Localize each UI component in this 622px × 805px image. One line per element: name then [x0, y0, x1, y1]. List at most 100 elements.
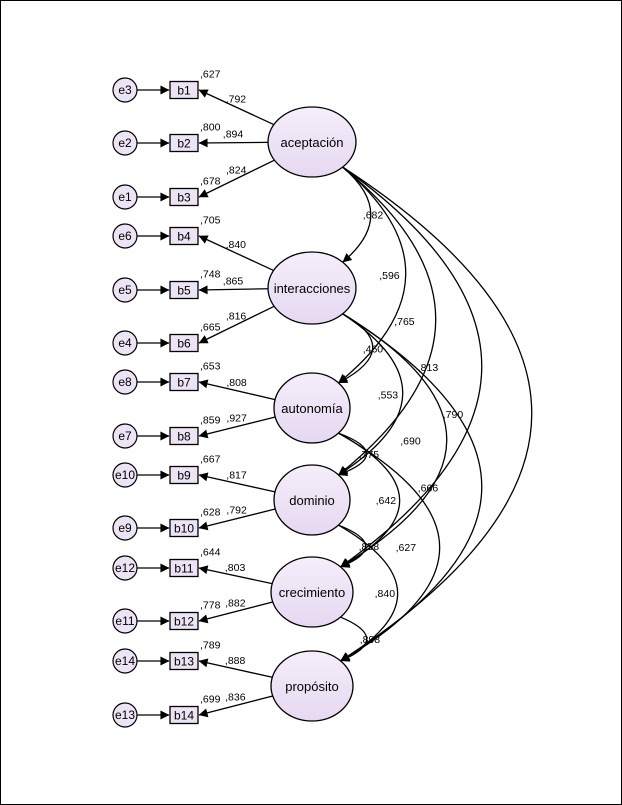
loading-path: [198, 508, 276, 531]
error-label: e2: [118, 136, 132, 150]
error-label: e10: [115, 468, 135, 482]
error-term: [112, 423, 138, 449]
loading-path: [198, 379, 276, 401]
observed-label: b1: [177, 84, 191, 98]
latent-propósito: [270, 650, 354, 722]
latent-crecimiento: [270, 556, 354, 628]
latent-autonomía: [273, 372, 351, 444]
covariance-arc: [333, 158, 372, 263]
covariance-arc: [333, 158, 533, 662]
loading-label: ,817: [226, 469, 247, 481]
covariance-label: ,627: [396, 542, 417, 554]
r-squared-label: ,644: [200, 547, 221, 559]
error-label: e6: [118, 229, 132, 243]
covariance-label: ,596: [379, 270, 400, 282]
error-label: e3: [118, 83, 132, 97]
error-label: e14: [115, 654, 135, 668]
covariance-label: ,775: [359, 449, 380, 461]
loading-label: ,803: [225, 562, 246, 574]
error-label: e5: [118, 283, 132, 297]
loading-path: [198, 658, 273, 678]
r-squared-label: ,627: [200, 69, 221, 81]
covariance-label: ,690: [400, 435, 421, 447]
covariance-label: ,840: [375, 588, 396, 600]
covariance-label: ,898: [360, 634, 381, 646]
error-term: [112, 702, 138, 728]
latent-label: dominio: [289, 493, 335, 508]
loading-path: [198, 565, 273, 585]
covariance-arc: [333, 158, 407, 384]
r-squared-label: ,778: [200, 600, 221, 612]
observed-label: b11: [174, 562, 193, 576]
loading-label: ,888: [225, 655, 246, 667]
error-label: e1: [118, 190, 132, 204]
observed-label: b12: [174, 615, 194, 629]
loading-label: ,792: [226, 93, 247, 105]
covariance-label: ,858: [359, 541, 380, 553]
observed-b10: [169, 518, 199, 538]
observed-label: b8: [177, 430, 191, 444]
loading-label: ,894: [223, 129, 244, 141]
error-term: [112, 555, 138, 581]
observed-b7: [169, 372, 199, 392]
loading-path: [198, 305, 275, 344]
latent-label: propósito: [285, 679, 338, 694]
observed-b1: [169, 80, 199, 100]
observed-label: b10: [174, 522, 194, 536]
observed-b12: [169, 611, 199, 631]
loading-label: ,824: [226, 165, 247, 177]
error-term: [112, 608, 138, 634]
r-squared-label: ,705: [200, 215, 221, 227]
r-squared-label: ,628: [200, 507, 221, 519]
error-label: e11: [115, 614, 134, 628]
error-term: [112, 515, 138, 541]
error-label: e4: [118, 336, 132, 350]
loading-label: ,792: [226, 505, 247, 517]
latent-label: aceptación: [281, 135, 344, 150]
error-label: e7: [118, 429, 132, 443]
r-squared-label: ,667: [200, 454, 221, 466]
loading-label: ,882: [225, 597, 246, 609]
latent-dominio: [273, 464, 351, 536]
latent-aceptación: [267, 106, 357, 178]
observed-b11: [169, 558, 199, 578]
error-term: [112, 462, 138, 488]
covariance-label: ,682: [363, 210, 384, 222]
observed-label: b13: [174, 655, 194, 669]
observed-b6: [169, 333, 199, 353]
error-term: [112, 77, 138, 103]
covariance-label: ,813: [418, 362, 439, 374]
coefficient-layer: ,682,596,765,813,790,460,553,690,666,775…: [200, 69, 463, 706]
loading-path: [198, 601, 273, 624]
loading-path: [198, 159, 275, 198]
covariance-arc: [333, 158, 483, 568]
covariance-arc: [333, 158, 437, 476]
covariance-label: ,460: [363, 343, 384, 355]
observed-label: b3: [177, 191, 191, 205]
loading-path: [198, 235, 274, 272]
loading-path: [198, 285, 269, 295]
loading-path: [198, 695, 273, 718]
r-squared-label: ,665: [200, 322, 221, 334]
observed-b3: [169, 187, 199, 207]
observed-label: b9: [177, 469, 191, 483]
error-term: [112, 369, 138, 395]
r-squared-label: ,699: [200, 694, 221, 706]
loading-path: [198, 472, 276, 493]
observed-b8: [169, 426, 199, 446]
covariance-label: ,666: [418, 482, 439, 494]
observed-label: b4: [177, 230, 191, 244]
observed-label: b5: [177, 284, 191, 298]
loading-label: ,808: [226, 377, 247, 389]
r-squared-label: ,748: [200, 269, 221, 281]
r-squared-label: ,800: [200, 122, 221, 134]
error-term: [112, 648, 138, 674]
error-label: e8: [118, 375, 132, 389]
covariance-label: ,765: [394, 316, 415, 328]
observed-b9: [169, 465, 199, 485]
covariance-layer: [328, 158, 533, 662]
observed-b13: [169, 651, 199, 671]
observed-label: b14: [174, 709, 194, 723]
covariance-label: ,553: [378, 389, 399, 401]
observed-b5: [169, 280, 199, 300]
